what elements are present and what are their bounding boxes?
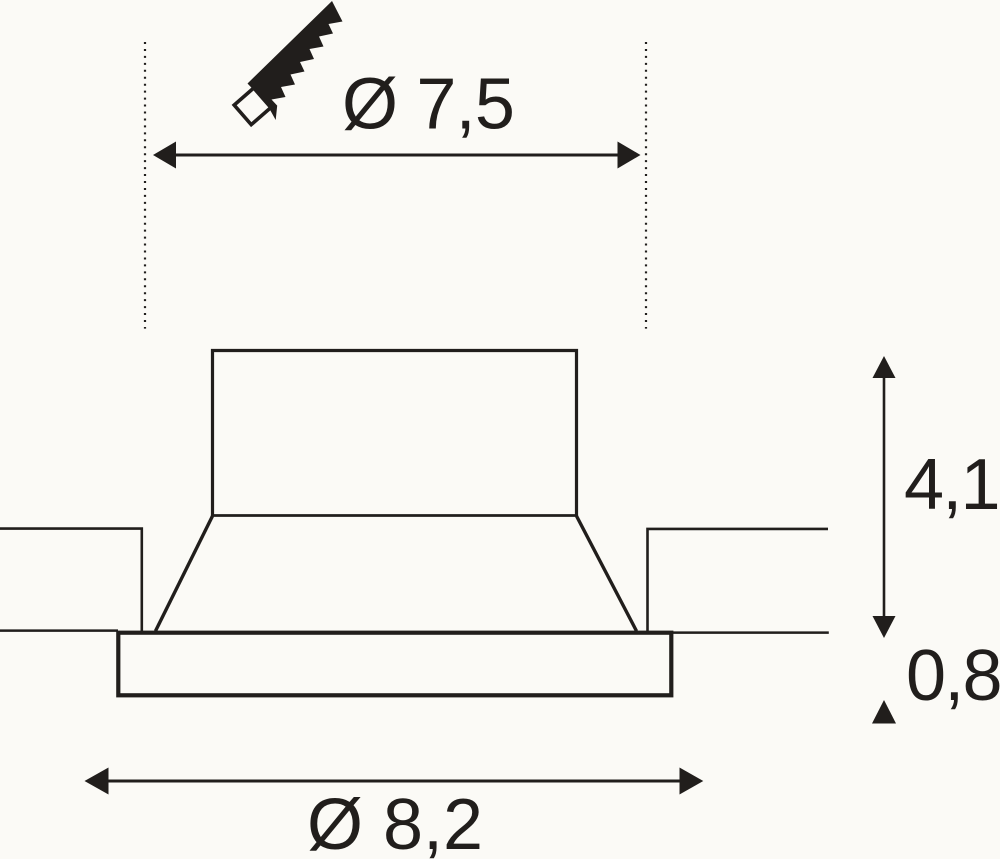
svg-text:Ø 8,2: Ø 8,2 xyxy=(307,785,483,859)
svg-text:Ø 7,5: Ø 7,5 xyxy=(342,64,514,144)
svg-text:4,1: 4,1 xyxy=(904,445,999,525)
svg-text:0,8: 0,8 xyxy=(906,636,1000,716)
